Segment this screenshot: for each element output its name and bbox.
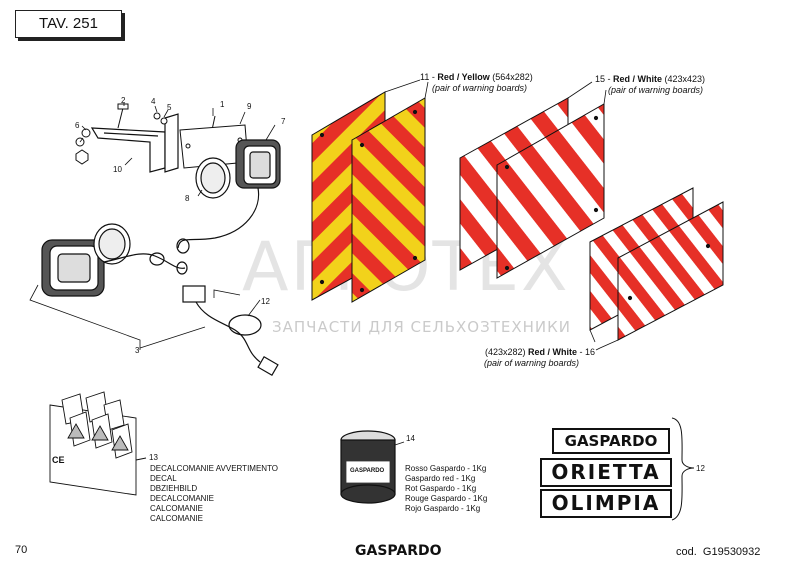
wiring-harness [103,187,279,377]
mounting-bracket [90,113,179,173]
brand-decal-ref: 12 [696,464,705,473]
board-15-note-text: (pair of warning boards) [608,85,704,95]
round-reflector [195,157,231,199]
warning-board-red-white-square-front [496,103,605,279]
watermark-tagline: ЗАПЧАСТИ ДЛЯ СЕЛЬХОЗТЕХНИКИ [272,318,572,336]
brand-decal-olimpia: OLIMPIA [540,489,672,518]
board-11-note: (pair of warning boards) [432,83,527,94]
rear-lamp-left [41,223,131,297]
board-16-label: (423x282) Red / White - 16 [485,347,595,358]
board-16-note: (pair of warning boards) [484,358,579,369]
warning-board-red-white-rect-front [617,201,724,341]
decal-line: CALCOMANIE [150,514,203,523]
paint-line: Rojo Gaspardo - 1Kg [405,504,481,513]
part-number-8: 8 [185,194,190,203]
part-number-10: 10 [113,165,122,174]
part-number-4: 4 [151,97,156,106]
decal-sheets [49,391,147,496]
paint-line: Gaspardo red - 1Kg [405,474,476,483]
part-number-6: 6 [75,121,80,130]
page-number: 70 [15,544,28,556]
brand-decal-brace [671,417,695,521]
board-15-size: (423x423) [662,74,706,84]
fasteners [75,103,216,165]
table-reference: TAV. 251 [15,10,122,38]
paint-line: Rot Gaspardo - 1Kg [405,484,477,493]
leader-lines [29,103,276,350]
ce-mark: CE [52,455,65,465]
document-code: cod. G19530932 [676,546,761,558]
brand-decal-orietta: ORIETTA [540,458,672,487]
part-number-3: 3 [135,346,140,355]
board-11-note-text: (pair of warning boards) [432,83,528,93]
paint-can-label: GASPARDO [350,468,385,474]
part-number-13: 13 [149,453,158,462]
paint-line: Rosso Gaspardo - 1Kg [405,464,487,473]
footer-brand-logo: GASPARDO [355,543,442,559]
board-11-prefix: 11 - [420,72,438,82]
part-number-2: 2 [121,96,126,105]
board-11-name: Red / Yellow [437,72,490,82]
decal-line: DECALCOMANIE AVVERTIMENTO [150,464,279,473]
board-15-label: 15 - Red / White (423x423) [595,74,705,85]
warning-board-red-yellow-front [351,97,426,303]
board-16-note-text: (pair of warning boards) [484,358,580,368]
decal-line: DBZIEHBILD [150,484,198,493]
board-15-name: Red / White [613,74,663,84]
brand-decal-gaspardo: GASPARDO [552,428,670,454]
rear-lamp-right [235,139,281,189]
board-16-suffix: - 16 [577,347,596,357]
board-11-size: (564x282) [489,72,533,82]
board-16-name: Red / White [528,347,578,357]
board-11-label: 11 - Red / Yellow (564x282) [420,72,533,83]
decal-line: DECAL [150,474,177,483]
paint-description-list: Rosso Gaspardo - 1Kg Gaspardo red - 1Kg … [405,464,487,514]
paint-can [340,430,405,504]
board-15-note: (pair of warning boards) [608,85,703,96]
decal-description-list: DECALCOMANIE AVVERTIMENTO DECAL DBZIEHBI… [150,464,278,524]
part-number-1: 1 [220,100,225,109]
board-15-prefix: 15 - [595,74,614,84]
part-number-7: 7 [281,117,286,126]
paint-line: Rouge Gaspardo - 1Kg [405,494,488,503]
part-number-12: 12 [261,297,270,306]
part-number-5: 5 [167,103,172,112]
part-number-14: 14 [406,434,415,443]
part-number-9: 9 [247,102,252,111]
decal-line: DECALCOMANIE [150,494,215,503]
board-16-size: (423x282) [485,347,529,357]
decal-line: CALCOMANIE [150,504,203,513]
